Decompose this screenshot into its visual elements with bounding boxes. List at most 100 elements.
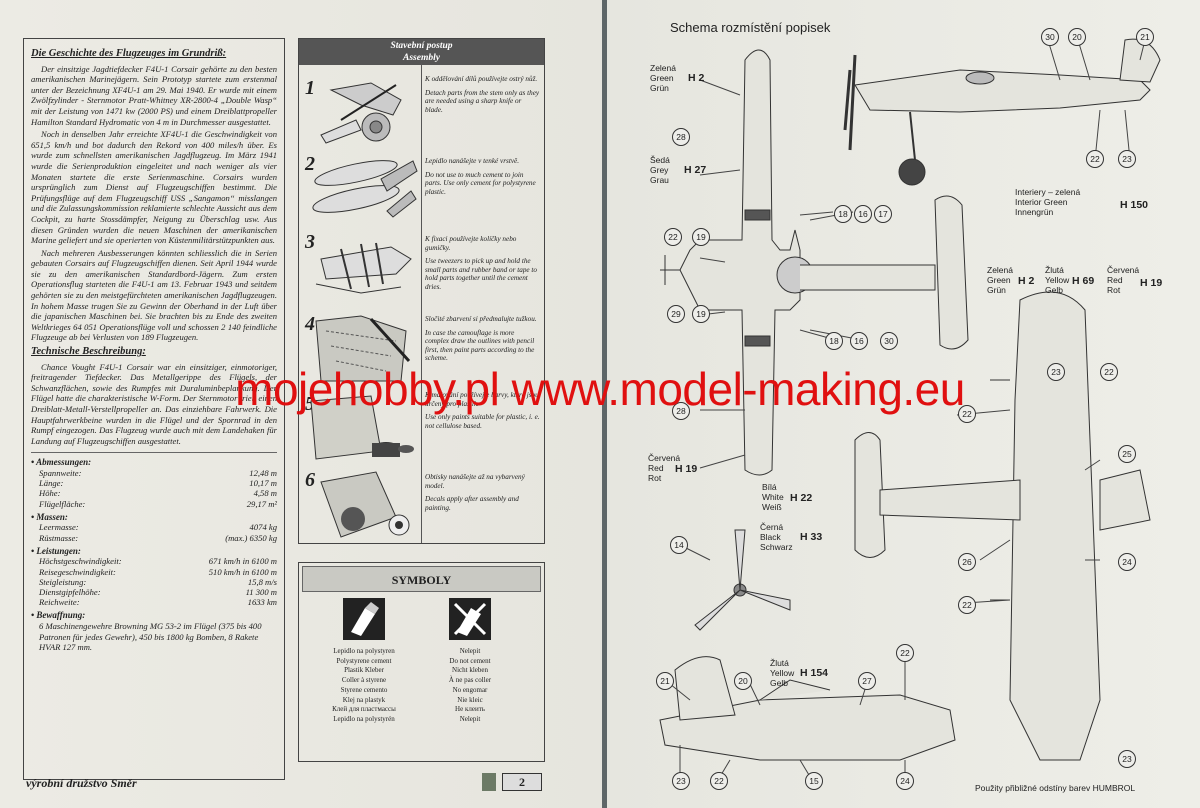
color-name-cz: Interiery – zelená [1015, 187, 1081, 197]
step-number: 5 [305, 393, 315, 415]
assembly-step-3: 3 [301, 229, 419, 301]
spec-title: • Abmessungen: [31, 457, 92, 468]
color-label: Bílá White Weiß [762, 482, 784, 512]
callout-number: 21 [656, 672, 674, 690]
spec-label: Spannweite: [39, 467, 82, 478]
color-name-de: Weiß [762, 502, 782, 512]
callout-number: 18 [825, 332, 843, 350]
color-name-de: Gelb [770, 678, 788, 688]
step-number: 2 [305, 153, 315, 175]
spec-title: • Leistungen: [31, 545, 81, 556]
color-name-cz: Žlutá [1045, 265, 1064, 275]
paint-note: Použity přibližné odstíny barev HUMBROL [975, 783, 1136, 793]
assembly-instructions: Lepidlo nanášejte v tenké vrstvě. Do not… [425, 157, 540, 201]
cement-icon [343, 598, 385, 640]
spec-value: 510 km/h in 6100 m [208, 566, 277, 577]
spec-value: 4,58 m [253, 488, 277, 499]
callout-number: 16 [850, 332, 868, 350]
assembly-step-1: 1 [301, 75, 419, 147]
history-paragraph: Der einsitzige Jagdtiefdecker F4U-1 Cors… [31, 63, 277, 127]
symbol-label: Klej na plastyk [342, 695, 386, 704]
color-code: H 2 [1018, 275, 1035, 287]
spec-row: Flügelfläche:29,17 m² [31, 499, 277, 509]
color-name-de: Grün [650, 83, 669, 93]
assembly-box: Stavební postup Assembly 1 2 3 [298, 38, 545, 544]
callout-number: 23 [1118, 150, 1136, 168]
color-code: H 27 [684, 164, 707, 176]
color-label: Černá Black Schwarz [760, 522, 793, 552]
assembly-instructions: K malování používejte barvy, které jsou … [425, 391, 540, 435]
callout-number: 22 [958, 405, 976, 423]
color-name-de: Schwarz [760, 542, 793, 552]
callout-number: 20 [734, 672, 752, 690]
symbols-title: SYMBOLY [302, 566, 541, 592]
color-name-de: Grün [987, 285, 1006, 295]
assembly-instructions: K fixaci používejte kolíčky nebo gumičky… [425, 235, 540, 297]
history-paragraph: Nach mehreren Ausbesserungen könnten sch… [31, 247, 277, 343]
instruction-text: Detach parts from the stem only as they … [425, 88, 540, 114]
callout-number: 30 [880, 332, 898, 350]
watermark-text: mojehobby.pl www.model-making.eu [235, 363, 965, 415]
callout-number: 14 [670, 536, 688, 554]
step-number: 6 [305, 469, 315, 491]
spec-group: • Bewaffnung:6 Maschinengewehre Browning… [31, 610, 277, 652]
step-number: 1 [305, 77, 315, 99]
color-name-de: Rot [1107, 285, 1121, 295]
spec-row: Dienstgipfelhöhe:11 300 m [31, 587, 277, 597]
spec-row: Länge: 10,17 m [31, 478, 277, 488]
symbol-label: Styrene cemento [340, 685, 388, 694]
color-label: Interiery – zelená Interior Green Inneng… [1015, 187, 1080, 217]
history-paragraph: Noch in denselben Jahr erreichte XF4U-1 … [31, 129, 277, 246]
callout-number: 23 [672, 772, 690, 790]
page-number: 2 [502, 773, 542, 791]
clamping-illustration [315, 242, 412, 294]
assembly-step-5: 5 [301, 391, 419, 463]
color-code: H 19 [675, 463, 698, 475]
instruction-text: K malování používejte barvy, které jsou … [425, 391, 539, 408]
spec-value: 4074 kg [249, 522, 277, 533]
step-number: 3 [305, 231, 315, 253]
instruction-text: Use tweezers to pick up and hold the sma… [425, 257, 538, 291]
tech-paragraph: Chance Vought F4U-1 Corsair war ein eins… [31, 361, 277, 446]
spec-label: Höchstgeschwindigkeit: [39, 556, 122, 567]
callout-number: 22 [896, 644, 914, 662]
spec-value: 11 300 m [245, 586, 277, 597]
instruction-text: Decals apply after assembly and painting… [425, 495, 519, 512]
instruction-text: Lepidlo nanášejte v tenké vrstvě. [425, 157, 520, 165]
spec-value: 15,8 m/s [247, 576, 277, 587]
spec-label: Länge: [39, 478, 64, 489]
publisher-label: výrobní družstvo Směr [26, 776, 137, 790]
callout-number: 18 [834, 205, 852, 223]
spec-row: Höhe:4,58 m [31, 488, 277, 498]
color-label: Žlutá Yellow Gelb [1045, 265, 1069, 295]
spec-value: 10,17 m [249, 478, 277, 489]
callout-number: 19 [692, 228, 710, 246]
spec-value: 671 km/h in 6100 m [208, 556, 277, 567]
decal-scheme-title: Schema rozmístění popisek [670, 20, 831, 35]
painting-illustration [315, 315, 411, 382]
color-code: H 33 [800, 531, 823, 543]
callout-number: 30 [1041, 28, 1059, 46]
gluing-illustration [312, 160, 418, 218]
instruction-text: Use only paints suitable for plastic, i.… [425, 413, 540, 430]
instruction-text: In case the camouflage is more complex d… [425, 328, 535, 363]
instruction-text: Sločité zbarvení si předmalujte tužkou. [425, 315, 537, 323]
color-label: Žlutá Yellow Gelb [770, 658, 794, 688]
color-label: Červená Red Rot [648, 453, 680, 483]
left-page: Die Geschichte des Flugzeuges im Grundri… [0, 0, 602, 808]
spec-value: 29,17 m² [246, 498, 277, 509]
callout-number: 22 [1100, 363, 1118, 381]
symbol-label: Coller à styrene [341, 676, 387, 685]
callout-number: 15 [805, 772, 823, 790]
color-name-cz: Šedá [650, 155, 670, 165]
callout-number: 28 [672, 402, 690, 420]
color-code: H 22 [790, 492, 813, 504]
symbol-label: À ne pas coller [448, 676, 492, 685]
callout-number: 24 [1118, 553, 1136, 571]
callout-number: 22 [664, 228, 682, 246]
color-label: Červená Red Rot [1107, 265, 1139, 295]
